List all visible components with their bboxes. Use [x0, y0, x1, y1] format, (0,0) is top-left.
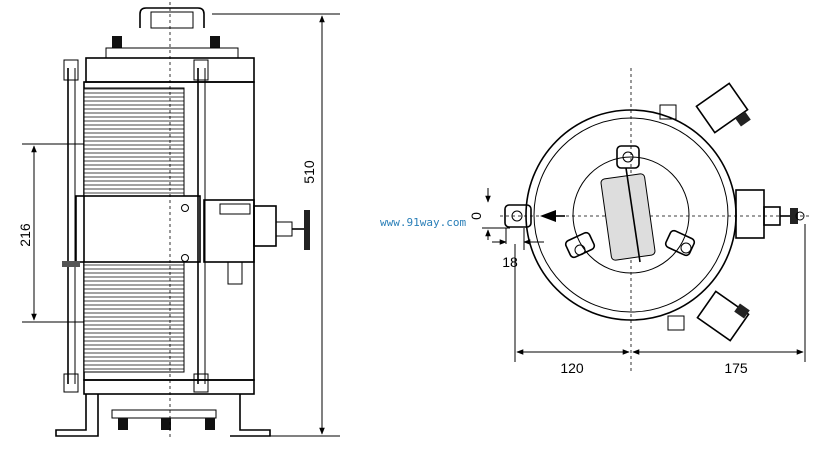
side-view: 510 216	[17, 2, 340, 440]
clip-top	[659, 104, 677, 120]
outer-ring-inner	[533, 117, 729, 313]
top-cap-plate	[105, 47, 239, 59]
gland-bottom-right-nut	[734, 303, 750, 319]
pointer-lug	[504, 204, 532, 228]
watermark-text: www.91way.com	[380, 216, 466, 229]
pivot-top	[616, 145, 640, 169]
top-handle-inner	[150, 11, 194, 29]
gland-top-right-nut	[735, 111, 751, 127]
rod-nut-bottom-left	[63, 373, 79, 393]
terminal-box	[203, 199, 255, 263]
bottom-gland	[227, 261, 243, 285]
contact-arm	[625, 167, 641, 263]
bottom-flange	[83, 379, 255, 395]
top-handle	[139, 7, 205, 28]
pivot-right-hole	[680, 242, 692, 254]
dim-label-0: 0	[468, 212, 484, 220]
gland-body	[253, 205, 277, 247]
winding-lower	[83, 261, 185, 373]
dim-label-510: 510	[301, 160, 317, 184]
handwheel	[304, 210, 310, 250]
base-bolt-2	[161, 418, 171, 430]
pointer-lug-hole	[511, 210, 523, 222]
pivot-top-hole	[622, 151, 634, 163]
direction-arrow	[540, 210, 556, 222]
foot-right	[230, 394, 271, 437]
plan-terminal-box	[735, 189, 765, 239]
panel-screw-bottom	[181, 254, 189, 262]
gland-nut	[275, 221, 293, 237]
base-bolt-3	[205, 418, 215, 430]
plan-view: 0 18 120 175 www.91way.com	[380, 68, 812, 376]
rod-clamp	[62, 261, 80, 267]
top-bolt-left	[112, 36, 122, 48]
pivot-left-hole	[574, 244, 586, 256]
dim-label-120: 120	[560, 360, 584, 376]
rod-nut-bottom-right	[193, 373, 209, 393]
rod-nut-top-left	[63, 59, 79, 81]
rod-nut-top-right	[193, 59, 209, 81]
gland-bottom-right	[696, 290, 750, 342]
pivot-right	[664, 229, 696, 257]
clip-bottom	[667, 315, 685, 331]
panel-screw-top	[181, 204, 189, 212]
contact-block	[600, 173, 656, 261]
inner-ring	[572, 156, 690, 274]
terminal-lid	[219, 203, 251, 215]
top-bolt-right	[210, 36, 220, 48]
plan-knob	[795, 211, 805, 221]
dim-label-18: 18	[502, 254, 518, 270]
foot-left	[55, 394, 99, 437]
middle-panel	[75, 195, 201, 263]
gland-top-right	[695, 82, 749, 134]
dim-label-175: 175	[724, 360, 748, 376]
winding-upper	[83, 87, 185, 197]
dim-label-216: 216	[17, 223, 33, 247]
plan-handwheel	[790, 208, 798, 224]
base-plate	[111, 409, 217, 419]
base-bolt-1	[118, 418, 128, 430]
